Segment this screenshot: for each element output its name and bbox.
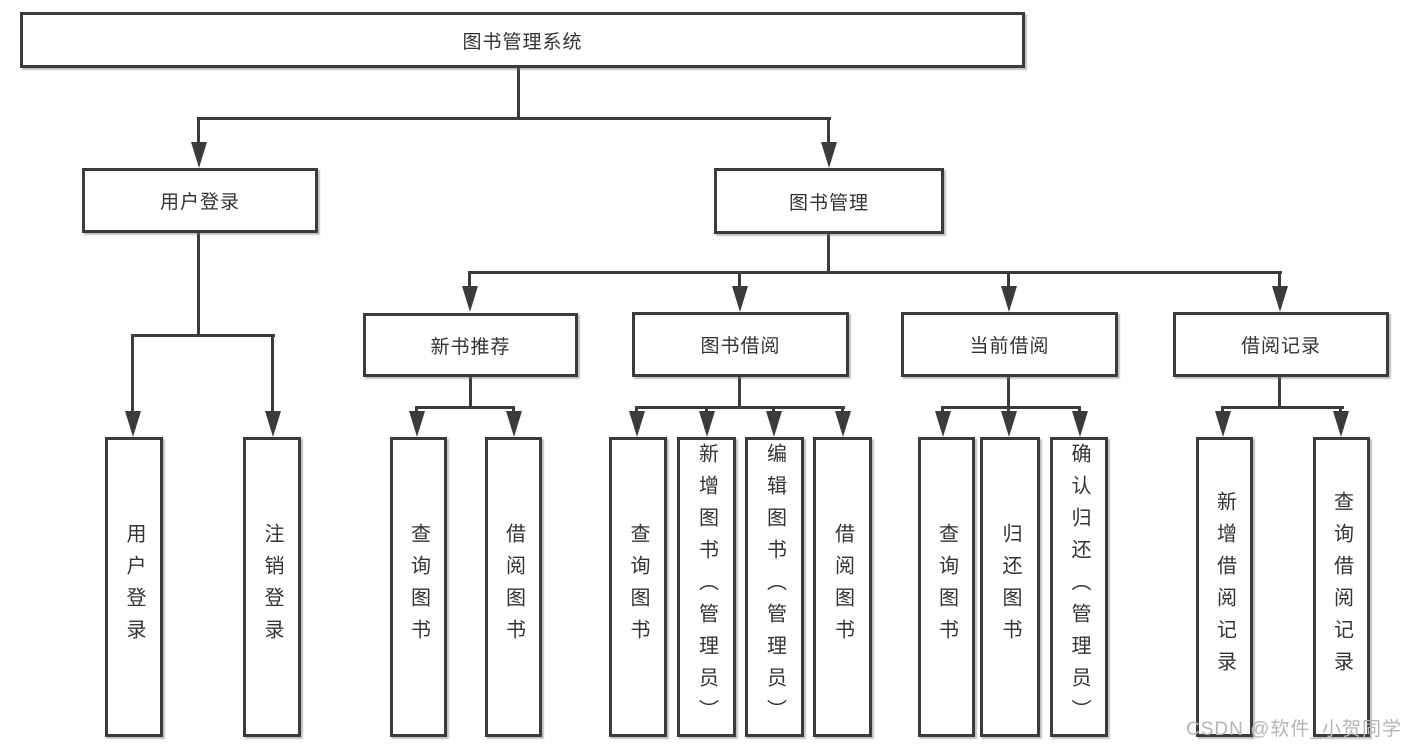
- leaf-label: 查询图书: [935, 523, 958, 651]
- leaf-user-login: 用户登录: [105, 437, 163, 737]
- leaf-edit-books-admin: 编辑图书（管理员）: [745, 437, 804, 737]
- arrowhead-newbook-1: [409, 411, 425, 437]
- arrowhead-current-borrow: [1001, 286, 1017, 312]
- leaf-confirm-return-admin: 确认归还（管理员）: [1050, 437, 1108, 737]
- connector-user-login-stub: [197, 233, 200, 337]
- arrowhead-current-3: [1072, 411, 1088, 437]
- arrowhead-login-1: [125, 411, 141, 437]
- arrowhead-record-2: [1333, 411, 1349, 437]
- connector-record-stub: [1278, 377, 1281, 409]
- connector-book-mgmt-stub: [827, 234, 830, 274]
- leaf-label: 借阅图书: [831, 523, 854, 651]
- node-book-mgmt: 图书管理: [714, 168, 944, 234]
- csdn-watermark: CSDN @软件_小贺同学: [1186, 719, 1402, 740]
- arrowhead-borrow-record: [1272, 286, 1288, 312]
- arrowhead-new-book: [462, 286, 478, 312]
- leaf-borrow-borrow-books: 借阅图书: [813, 437, 872, 737]
- connector-user-login-rail: [131, 334, 275, 337]
- leaf-label: 归还图书: [999, 523, 1021, 651]
- node-label: 借阅记录: [1240, 336, 1321, 357]
- connector-drop-user-login: [197, 117, 200, 147]
- arrowhead-book-borrow: [732, 286, 748, 312]
- node-borrow-record: 借阅记录: [1173, 312, 1389, 377]
- leaf-label: 借阅图书: [502, 523, 525, 651]
- arrowhead-borrow-2: [699, 411, 715, 437]
- leaf-label: 查询图书: [627, 523, 649, 651]
- leaf-label: 查询图书: [407, 523, 430, 651]
- leaf-return-books: 归还图书: [980, 437, 1040, 737]
- node-root-library-system: 图书管理系统: [20, 12, 1025, 68]
- node-new-book-recommend: 新书推荐: [363, 313, 578, 377]
- node-label: 图书借阅: [700, 336, 781, 357]
- leaf-newbook-borrow-books: 借阅图书: [485, 437, 542, 737]
- leaf-logout: 注销登录: [243, 437, 301, 737]
- node-label: 当前借阅: [969, 336, 1050, 357]
- connector-root-stub: [517, 68, 520, 119]
- arrowhead-book-mgmt: [821, 142, 837, 168]
- leaf-current-query-books: 查询图书: [918, 437, 975, 737]
- connector-drop-login-2: [271, 334, 274, 414]
- arrowhead-login-2: [265, 411, 281, 437]
- node-label: 新书推荐: [430, 336, 511, 358]
- node-label: 用户登录: [159, 192, 240, 213]
- arrowhead-record-1: [1215, 411, 1231, 437]
- leaf-label: 新增图书（管理员）: [695, 443, 718, 731]
- leaf-label: 新增借阅记录: [1213, 491, 1236, 683]
- connector-book-borrow-rail: [635, 406, 845, 409]
- connector-drop-new-book: [468, 271, 471, 289]
- leaf-borrow-query-books: 查询图书: [609, 437, 667, 737]
- arrowhead-newbook-2: [506, 411, 522, 437]
- leaf-add-books-admin: 新增图书（管理员）: [677, 437, 736, 737]
- node-current-borrow: 当前借阅: [901, 312, 1118, 377]
- connector-drop-book-borrow: [738, 271, 741, 289]
- node-user-login: 用户登录: [82, 168, 318, 233]
- connector-drop-borrow-record: [1278, 271, 1281, 289]
- connector-record-rail: [1221, 406, 1344, 409]
- leaf-add-borrow-record: 新增借阅记录: [1196, 437, 1253, 737]
- node-label: 图书管理系统: [462, 31, 583, 53]
- arrowhead-current-1: [935, 411, 951, 437]
- connector-current-rail: [941, 406, 1081, 409]
- leaf-newbook-query-books: 查询图书: [390, 437, 447, 737]
- arrowhead-borrow-3: [766, 411, 782, 437]
- leaf-label: 确认归还（管理员）: [1068, 443, 1090, 731]
- connector-current-stub: [1007, 377, 1010, 409]
- leaf-query-borrow-record: 查询借阅记录: [1313, 437, 1370, 737]
- arrowhead-borrow-1: [629, 411, 645, 437]
- connector-new-book-rail: [415, 406, 515, 409]
- connector-drop-login-1: [131, 334, 134, 414]
- arrowhead-user-login: [191, 142, 207, 168]
- leaf-label: 查询借阅记录: [1330, 491, 1353, 683]
- connector-book-mgmt-rail: [468, 271, 1282, 274]
- arrowhead-current-2: [1001, 411, 1017, 437]
- connector-root-rail: [197, 117, 831, 120]
- node-book-borrow: 图书借阅: [632, 312, 849, 377]
- connector-drop-book-mgmt: [827, 117, 830, 147]
- connector-book-borrow-stub: [738, 377, 741, 409]
- connector-new-book-stub: [469, 377, 472, 409]
- leaf-label: 用户登录: [123, 523, 145, 651]
- leaf-label: 编辑图书（管理员）: [763, 443, 786, 731]
- connector-drop-current-borrow: [1007, 271, 1010, 289]
- node-label: 图书管理: [788, 192, 869, 214]
- arrowhead-borrow-4: [835, 411, 851, 437]
- leaf-label: 注销登录: [261, 523, 283, 651]
